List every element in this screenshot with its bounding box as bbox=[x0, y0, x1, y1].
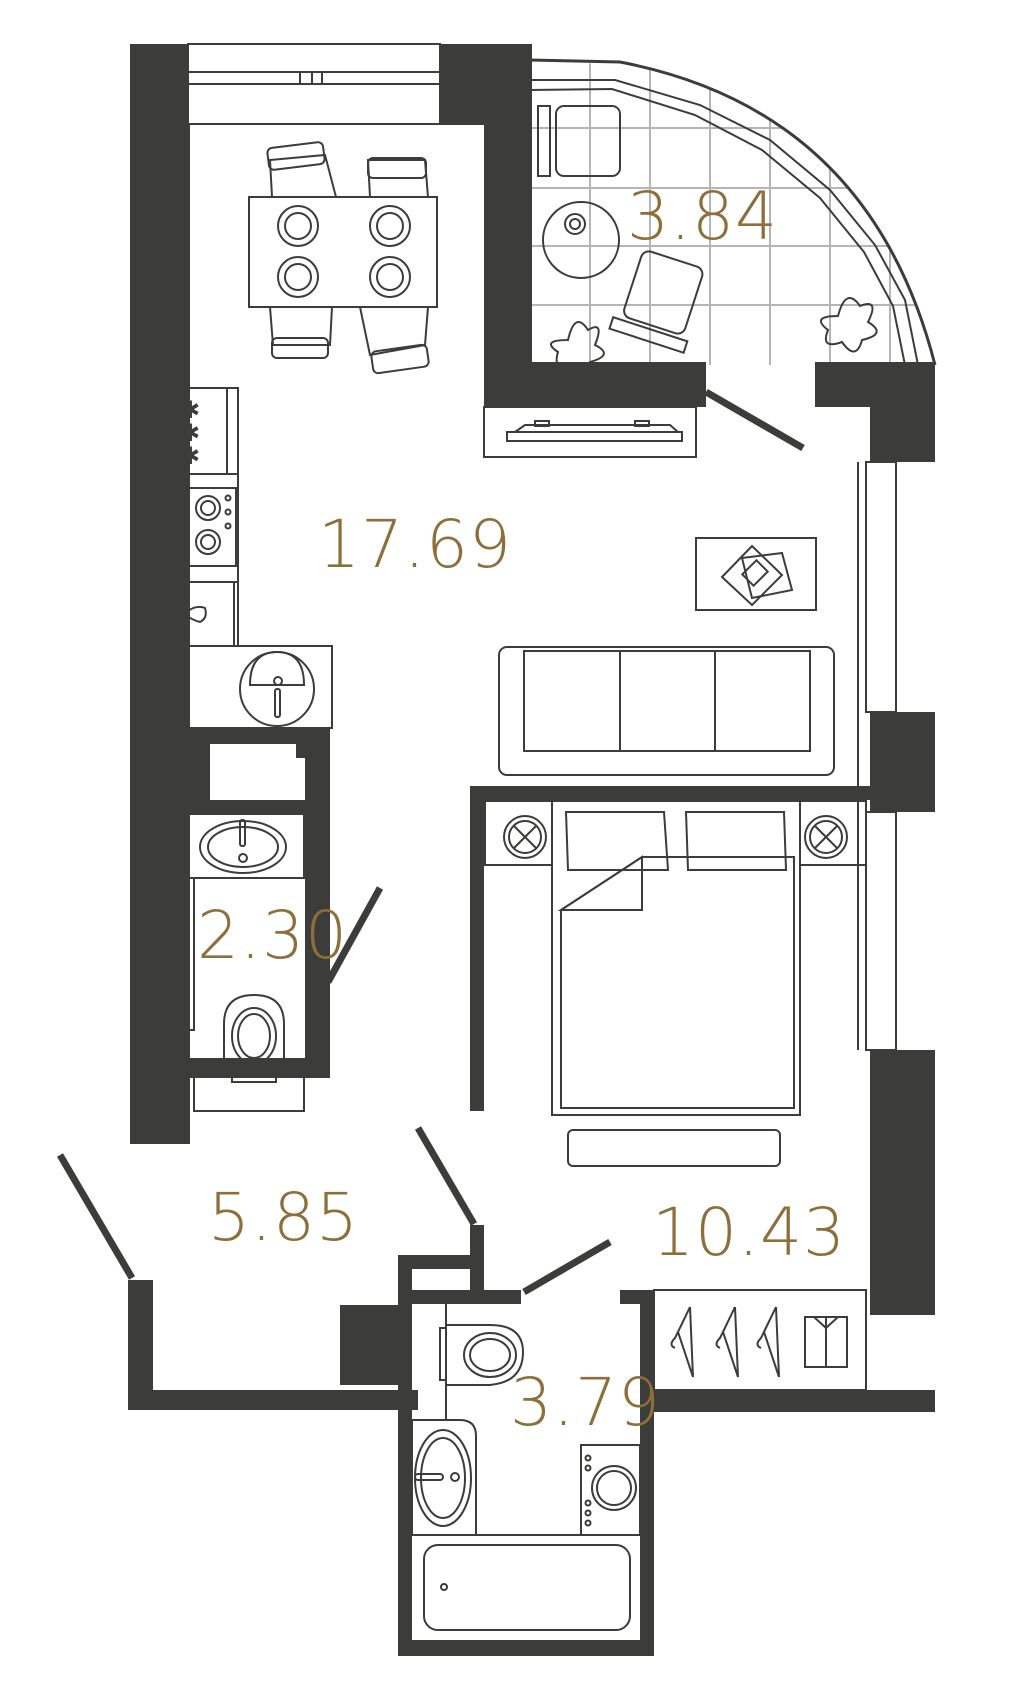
doors bbox=[56, 388, 805, 1296]
area-label-wc: 2.30 bbox=[197, 897, 348, 974]
radiator-icon bbox=[483, 406, 697, 458]
bedside-lamp-icon bbox=[484, 800, 867, 866]
sofa-icon bbox=[498, 646, 835, 776]
washbasin-icon bbox=[411, 1419, 477, 1536]
bed-icon bbox=[551, 800, 801, 1116]
bench-icon bbox=[567, 1129, 781, 1167]
kitchen-sink-icon bbox=[153, 645, 333, 729]
right-windows bbox=[857, 461, 897, 1051]
hanger-icon bbox=[670, 1306, 780, 1378]
area-label-bedroom: 10.43 bbox=[652, 1194, 846, 1271]
bathroom-fixtures bbox=[411, 1304, 641, 1631]
area-label-balcony: 3.84 bbox=[627, 178, 778, 255]
bedroom-furniture bbox=[484, 800, 867, 1391]
svg-text:✱: ✱ bbox=[180, 442, 200, 470]
kitchen-window bbox=[187, 43, 441, 125]
shirt-icon bbox=[804, 1316, 848, 1368]
area-label-living-kitchen: 17.69 bbox=[318, 506, 512, 583]
washbasin-icon bbox=[199, 819, 287, 874]
toilet-icon bbox=[223, 993, 285, 1083]
wardrobe bbox=[653, 1289, 867, 1391]
balcony-furniture bbox=[537, 105, 878, 376]
bathtub-icon bbox=[412, 1534, 640, 1631]
svg-text:✱: ✱ bbox=[180, 396, 200, 424]
lounge-chair-icon bbox=[608, 250, 704, 354]
chair-icon bbox=[266, 141, 430, 375]
svg-text:✱: ✱ bbox=[180, 419, 200, 447]
washing-machine-icon bbox=[580, 1444, 641, 1536]
area-label-hallway: 5.85 bbox=[208, 1179, 359, 1256]
plant-icon bbox=[549, 297, 878, 376]
coffee-table bbox=[695, 537, 817, 611]
armchair-icon bbox=[537, 105, 621, 177]
magazine-icon bbox=[720, 544, 794, 607]
dining-set bbox=[248, 141, 438, 375]
kitchen-counter: ✱ ✱ ✱ bbox=[153, 123, 484, 729]
wall-outlets-icon bbox=[160, 216, 180, 307]
plate-icon bbox=[277, 205, 411, 298]
wc-fixtures bbox=[153, 813, 305, 1112]
area-label-bathroom: 3.79 bbox=[510, 1364, 661, 1441]
round-table-icon bbox=[542, 201, 620, 279]
walls bbox=[128, 44, 935, 1656]
